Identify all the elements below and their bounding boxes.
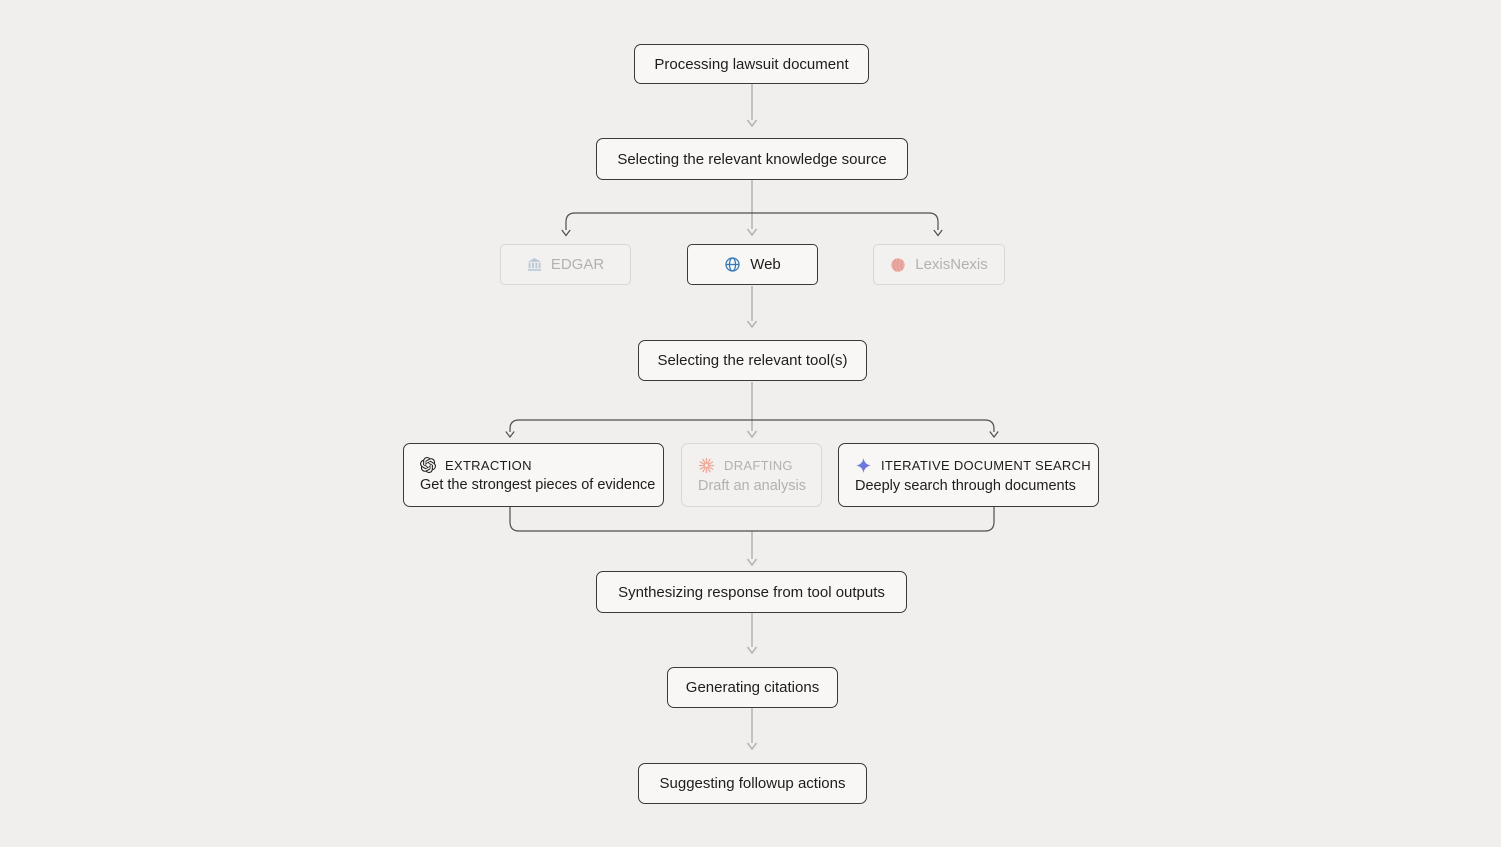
step-processing-lawsuit-document: Processing lawsuit document [634,44,869,84]
tool-iterative-document-search: ITERATIVE DOCUMENT SEARCH Deeply search … [838,443,1099,507]
step-suggesting-followup-actions: Suggesting followup actions [638,763,867,804]
source-label: Web [750,256,781,273]
tool-description: Deeply search through documents [855,477,1076,494]
step-selecting-tools: Selecting the relevant tool(s) [638,340,867,381]
source-edgar: EDGAR [500,244,631,285]
source-lexisnexis: LexisNexis [873,244,1005,285]
tool-drafting: DRAFTING Draft an analysis [681,443,822,507]
step-synthesizing-response: Synthesizing response from tool outputs [596,571,907,613]
starburst-icon [698,457,715,474]
tool-extraction: EXTRACTION Get the strongest pieces of e… [403,443,664,507]
step-selecting-knowledge-source: Selecting the relevant knowledge source [596,138,908,180]
source-web: Web [687,244,818,285]
lexisnexis-sphere-icon [890,257,906,273]
tool-name: DRAFTING [724,457,793,473]
connector-gray-arrows [746,84,758,751]
sparkle-icon [855,457,872,474]
globe-icon [724,256,741,273]
openai-logo-icon [420,457,436,473]
tool-description: Draft an analysis [698,477,806,494]
tool-description: Get the strongest pieces of evidence [420,477,656,493]
bank-icon [527,257,542,272]
source-label: EDGAR [550,256,605,273]
step-generating-citations: Generating citations [667,667,838,708]
tool-name: ITERATIVE DOCUMENT SEARCH [881,457,1091,473]
tool-name: EXTRACTION [445,457,532,473]
source-label: LexisNexis [915,256,988,273]
